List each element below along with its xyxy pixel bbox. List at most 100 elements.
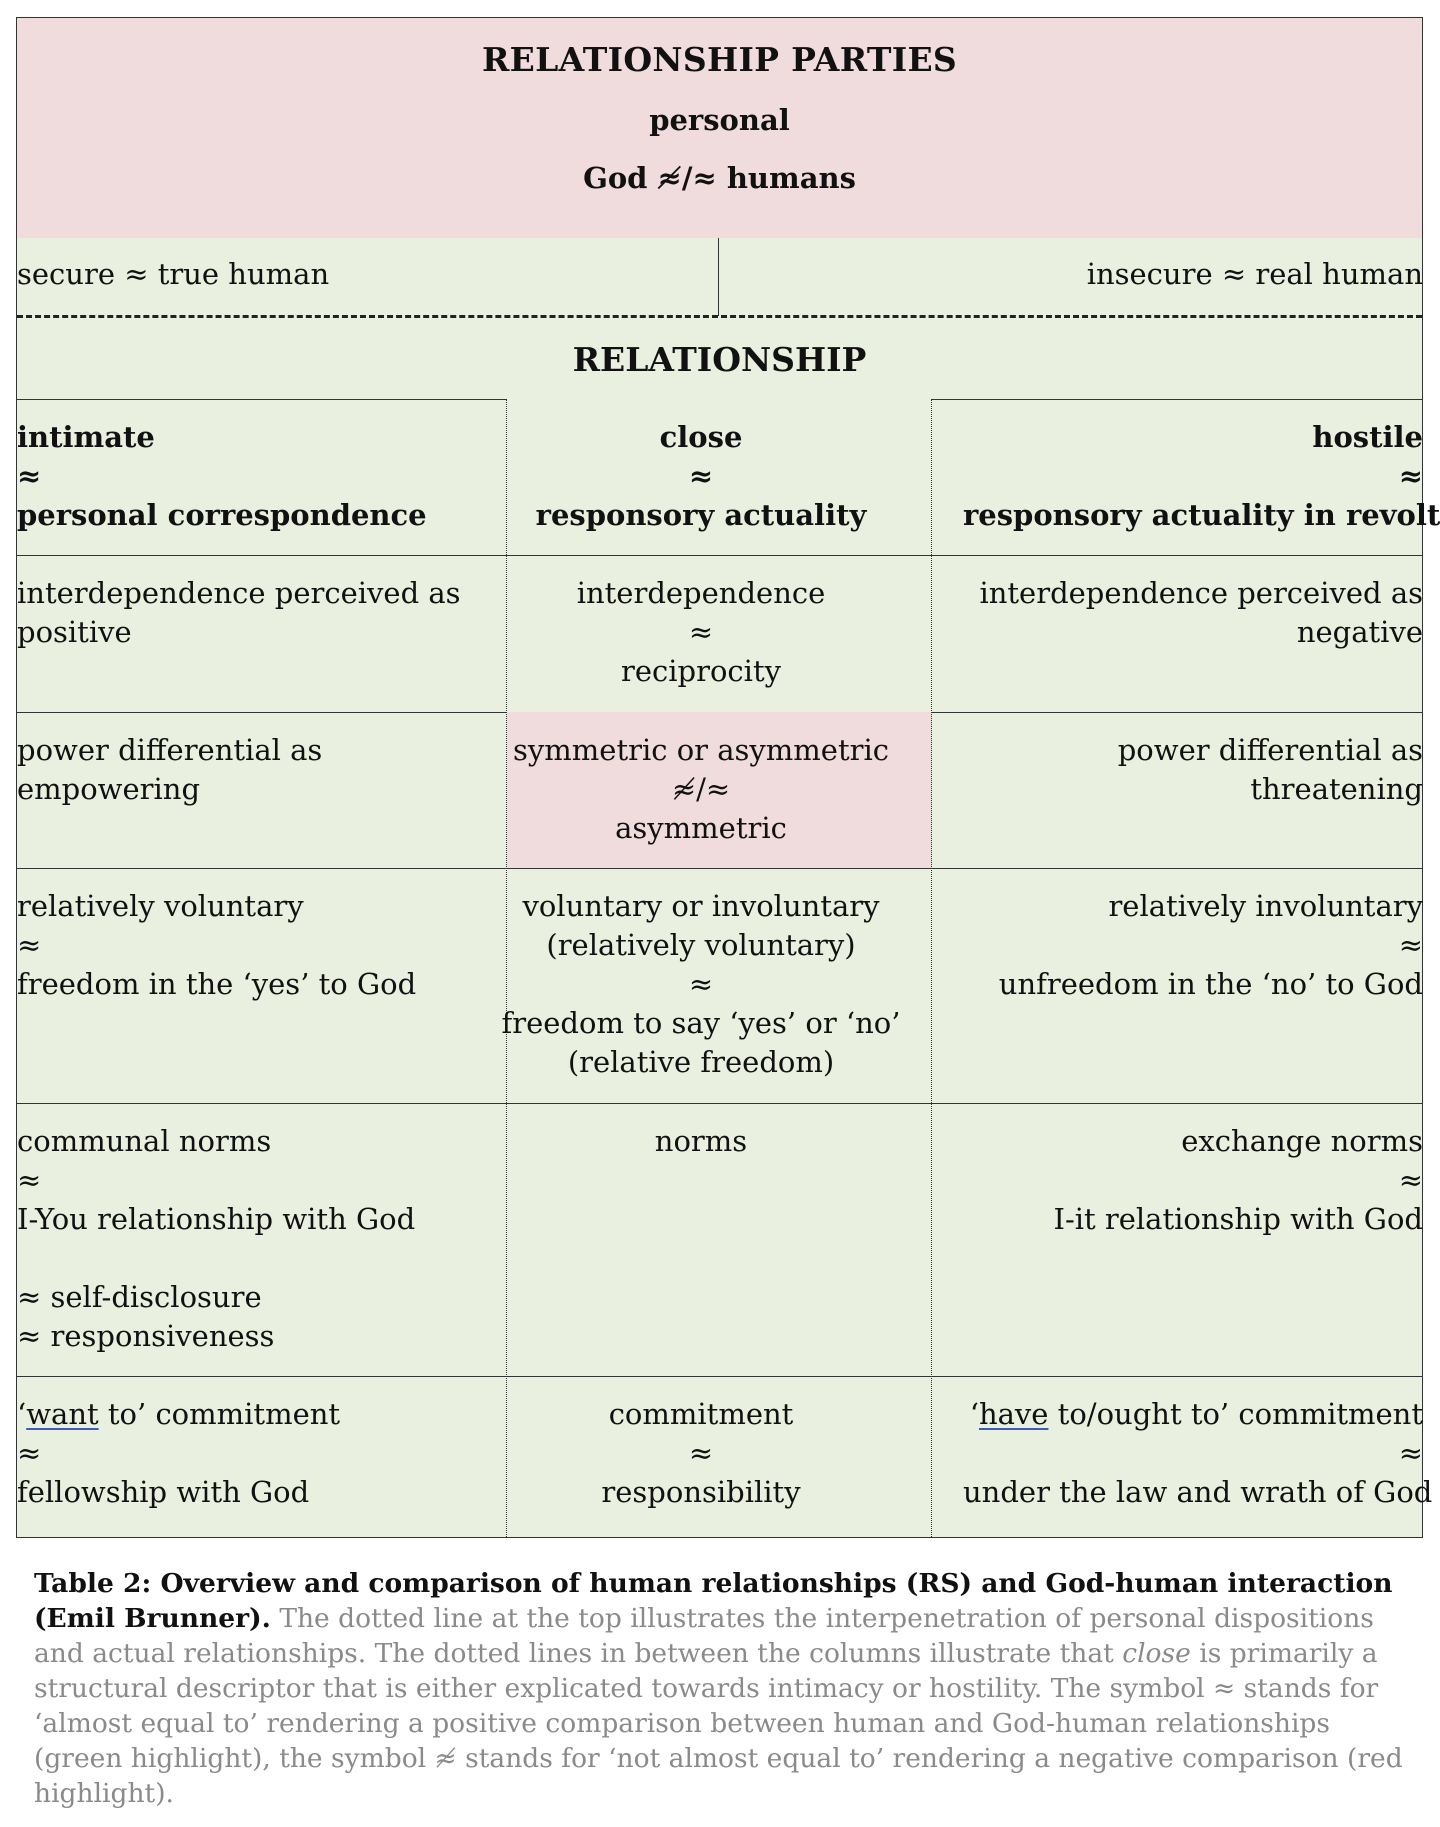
have-to-commitment-cell: ‘have to/ought to’ commitment ≈ under th… [963,1395,1433,1512]
cell-line: I-You relationship with God [17,1202,416,1236]
column-divider-dotted [506,399,507,1537]
commitment-suffix: to/ought to’ commitment [1048,1397,1423,1431]
interdependence-positive-cell: interdependence perceived as positive [17,574,477,652]
quote-open: ‘ [17,1397,27,1431]
cell-line: I-it relationship with God [1053,1202,1423,1236]
header-line: ≈ [1398,459,1423,493]
cell-line: relatively involuntary [1108,889,1423,923]
cell-line: communal norms [17,1124,272,1158]
header-line: hostile [1312,420,1423,454]
relationship-title: RELATIONSHIP [572,340,867,379]
dotted-interpenetration-line [17,315,1422,318]
cell-line: interdependence perceived as [979,576,1423,610]
cell-line: freedom in the ‘yes’ to God [17,967,417,1001]
cell-line: under the law and wrath of God [963,1475,1433,1509]
cell-line: ≉/≈ [671,772,731,806]
header-subtitle: personal [649,103,790,137]
cell-line: ≈ self-disclosure [17,1280,262,1314]
caption-emphasis: close [1122,1638,1191,1669]
cell-line: ≈ [1398,928,1423,962]
cell-line: interdependence [576,576,826,610]
cell-line: fellowship with God [17,1475,310,1509]
cell-line: ≈ [688,1436,714,1470]
disposition-insecure: insecure ≈ real human [1086,257,1423,291]
symmetry-cell: symmetric or asymmetric ≉/≈ asymmetric [490,731,912,848]
commitment-cell: commitment ≈ responsibility [490,1395,912,1512]
table-header: RELATIONSHIP PARTIES personal God ≉/≈ hu… [17,18,1422,238]
want-word: want [26,1397,99,1431]
header-line: responsory actuality [535,498,867,532]
disposition-secure: secure ≈ true human [17,257,330,291]
cell-line: ‘want to’ commitment [17,1395,477,1434]
header-comparison: God ≉/≈ humans [583,161,856,195]
communal-norms-cell: communal norms ≈ I-You relationship with… [17,1122,477,1356]
cell-line: relatively voluntary [17,889,304,923]
column-header-hostile: hostile ≈ responsory actuality in revolt [963,418,1440,535]
voluntary-involuntary-cell: voluntary or involuntary (relatively vol… [490,887,912,1082]
row-divider [17,399,507,400]
asymmetric-highlight-cell [507,712,932,868]
cell-line: unfreedom in the ‘no’ to God [998,967,1423,1001]
header-line: ≈ [688,459,714,493]
caption-text: The dotted line at the top illustrates t… [34,1603,1374,1669]
cell-line: ≈ [1398,1436,1423,1470]
cell-line: positive [17,615,132,649]
cell-line: responsibility [601,1475,801,1509]
cell-line: ≈ [688,615,714,649]
caption-label: Table 2: Overview and comparison of huma… [34,1568,1393,1634]
header-title: RELATIONSHIP PARTIES [481,40,958,79]
cell-line: ≈ responsiveness [17,1319,275,1353]
row-divider [17,555,1422,556]
header-line: ≈ [17,459,42,493]
row-divider [17,868,1422,869]
cell-line: voluntary or involuntary [522,889,880,923]
cell-line: threatening [1250,772,1423,806]
column-divider-dotted [931,399,932,1537]
cell-line: ‘have to/ought to’ commitment [963,1395,1423,1434]
cell-line: symmetric or asymmetric [513,733,889,767]
norms-cell: norms [490,1122,912,1161]
involuntary-cell: relatively involuntary ≈ unfreedom in th… [963,887,1423,1004]
cell-line: empowering [17,772,201,806]
power-empowering-cell: power differential as empowering [17,731,477,809]
interdependence-negative-cell: interdependence perceived as negative [963,574,1423,652]
column-header-close: close ≈ responsory actuality [490,418,912,535]
cell-line [17,1239,477,1278]
cell-line: ≈ [688,967,714,1001]
cell-line: ≈ [1398,1163,1423,1197]
table-caption: Table 2: Overview and comparison of huma… [34,1566,1414,1811]
header-line: close [659,420,743,454]
cell-line: (relative freedom) [567,1045,835,1079]
cell-line: interdependence perceived as [17,576,461,610]
cell-line: norms [654,1124,748,1158]
want-to-commitment-cell: ‘want to’ commitment ≈ fellowship with G… [17,1395,477,1512]
header-line: intimate [17,420,155,454]
caption-text: is primarily a structural descriptor tha… [34,1638,1403,1809]
quote-open: ‘ [969,1397,979,1431]
have-word: have [978,1397,1049,1431]
row-divider [17,1103,1422,1104]
voluntary-cell: relatively voluntary ≈ freedom in the ‘y… [17,887,477,1004]
cell-line: (relatively voluntary) [546,928,856,962]
commitment-suffix: to’ commitment [98,1397,341,1431]
row-divider [932,399,1422,400]
cell-line: ≈ [17,1163,42,1197]
cell-line: power differential as [1117,733,1423,767]
cell-line: freedom to say ‘yes’ or ‘no’ [501,1006,901,1040]
cell-line: exchange norms [1181,1124,1423,1158]
power-threatening-cell: power differential as threatening [963,731,1423,809]
row-divider [17,1376,1422,1377]
cell-line: negative [1296,615,1423,649]
header-line: responsory actuality in revolt [963,498,1440,532]
cell-line: ≈ [17,1436,42,1470]
header-line: personal correspondence [17,498,427,532]
column-header-intimate: intimate ≈ personal correspondence [17,418,477,535]
disposition-divider [718,238,719,316]
cell-line: commitment [608,1397,794,1431]
cell-line: reciprocity [621,654,781,688]
cell-line: ≈ [17,928,42,962]
exchange-norms-cell: exchange norms ≈ I-it relationship with … [963,1122,1423,1239]
interdependence-reciprocity-cell: interdependence ≈ reciprocity [490,574,912,691]
cell-line: asymmetric [615,811,787,845]
comparison-table: RELATIONSHIP PARTIES personal God ≉/≈ hu… [16,17,1423,1538]
